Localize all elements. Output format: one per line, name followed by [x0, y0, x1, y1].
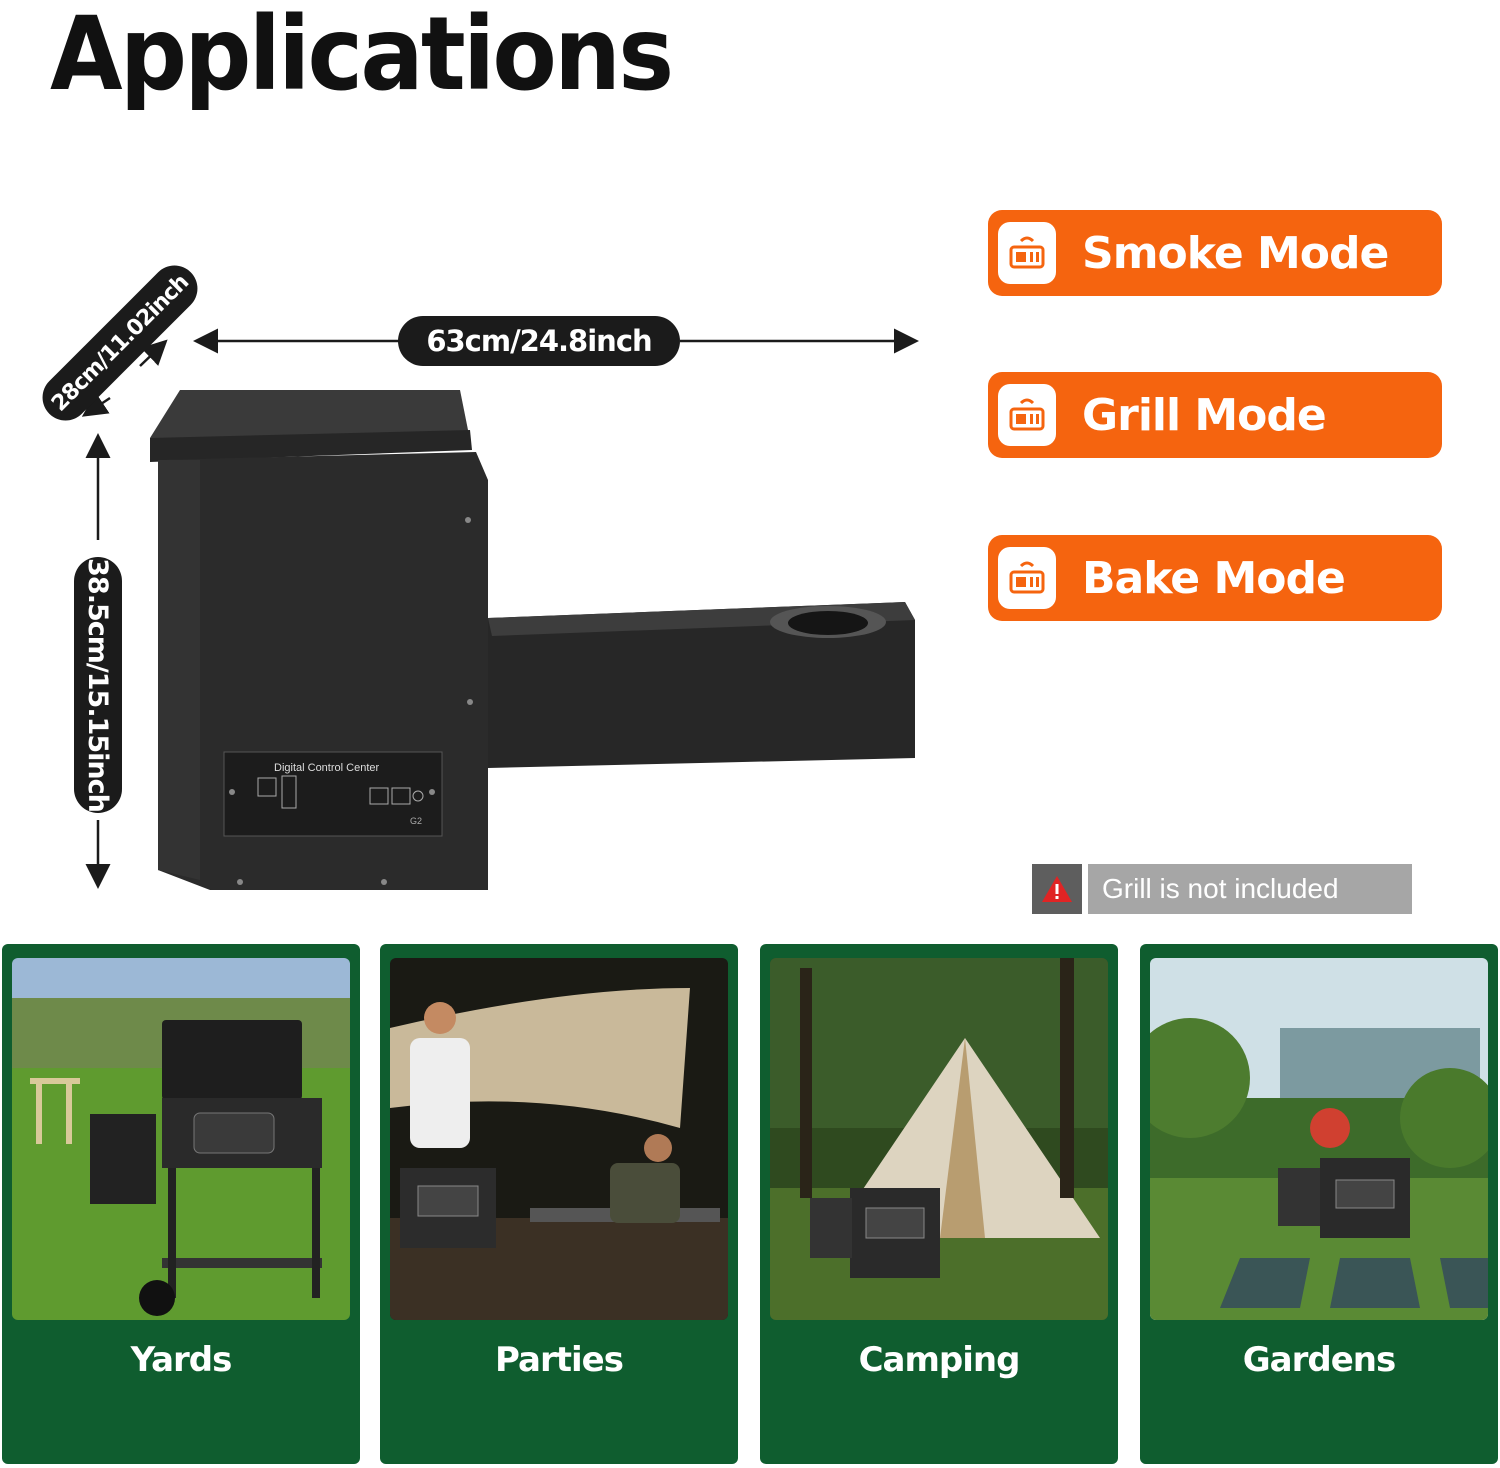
mode-label: Bake Mode [1082, 552, 1346, 604]
page-title: Applications [50, 0, 674, 114]
grill-mode-badge: Grill Mode [988, 372, 1442, 458]
mode-label: Smoke Mode [1082, 227, 1389, 279]
scene-label: Yards [130, 1340, 233, 1380]
notice-divider [1082, 864, 1088, 914]
controller-icon [998, 547, 1056, 609]
width-dimension-label: 63cm/24.8inch [398, 316, 680, 366]
scene-card-parties: Parties [380, 944, 738, 1464]
party-scene-photo [390, 958, 728, 1320]
yard-scene-photo [12, 958, 350, 1320]
grill-not-included-notice: Grill is not included [1032, 864, 1412, 914]
scene-card-yards: Yards [2, 944, 360, 1464]
height-dimension-label: 38.5cm/15.15inch [74, 557, 122, 813]
controller-icon [998, 384, 1056, 446]
garden-scene-photo [1150, 958, 1488, 1320]
warning-icon [1032, 864, 1082, 914]
bake-mode-badge: Bake Mode [988, 535, 1442, 621]
control-panel-label: Digital Control Center [274, 762, 380, 774]
notice-text: Grill is not included [1102, 873, 1339, 904]
mode-label: Grill Mode [1082, 389, 1327, 441]
control-panel-model: G2 [410, 816, 423, 826]
dimension-arrows [81, 328, 919, 889]
smoke-mode-badge: Smoke Mode [988, 210, 1442, 296]
controller-icon [998, 222, 1056, 284]
scene-card-gardens: Gardens [1140, 944, 1498, 1464]
scene-card-camping: Camping [760, 944, 1118, 1464]
scene-label: Gardens [1242, 1340, 1396, 1380]
product-image: Digital Control Center G2 [140, 380, 930, 900]
scene-label: Parties [495, 1340, 624, 1380]
scene-label: Camping [858, 1340, 1021, 1380]
camping-scene-photo [770, 958, 1108, 1320]
